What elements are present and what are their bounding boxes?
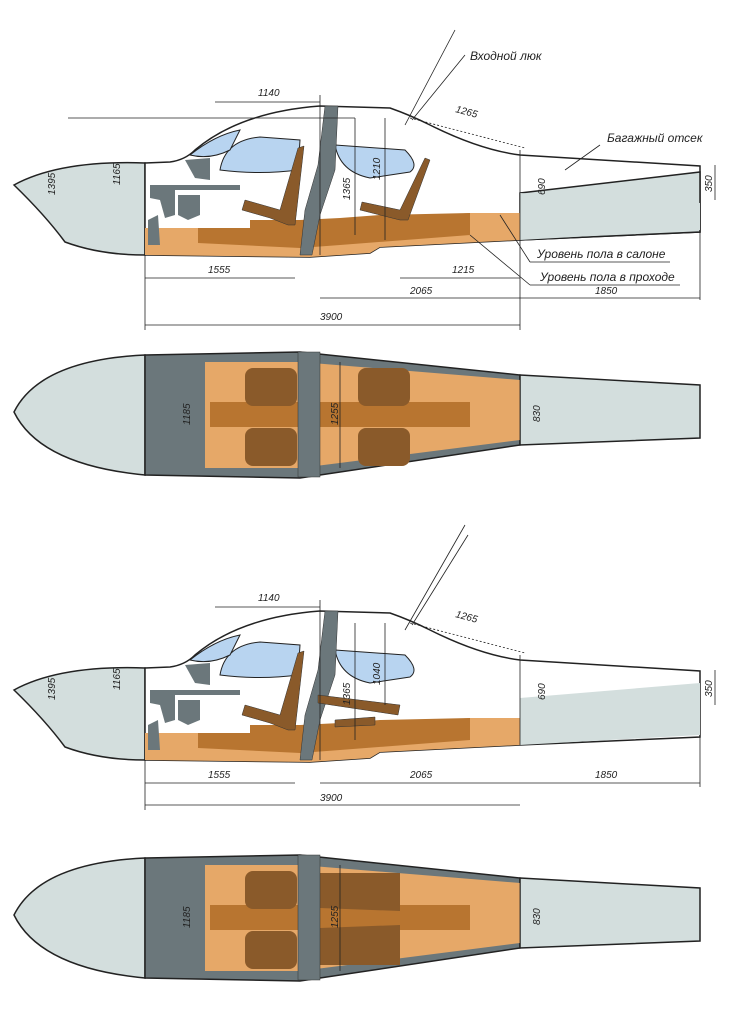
tail-top bbox=[519, 374, 701, 446]
dim-1185: 1185 bbox=[182, 403, 193, 425]
callout-baggage-compartment: Багажный отсек bbox=[607, 131, 704, 145]
bulkhead-frame bbox=[299, 105, 339, 256]
front-seat bbox=[241, 145, 305, 226]
dim-1365: 1365 bbox=[342, 682, 353, 705]
top-view-2: 1185 1255 830 bbox=[13, 854, 701, 982]
rear-seat-folded bbox=[317, 694, 401, 728]
dim-1395: 1395 bbox=[47, 677, 58, 700]
tail-top bbox=[519, 877, 701, 949]
dim-1255: 1255 bbox=[330, 905, 341, 928]
dim-3900: 3900 bbox=[320, 793, 343, 804]
instrument-panel bbox=[148, 158, 240, 245]
dim-1255: 1255 bbox=[330, 402, 341, 425]
top-view-1: 1185 1255 830 bbox=[13, 351, 701, 479]
dim-350: 350 bbox=[704, 680, 715, 697]
rear-seat-right-folded bbox=[320, 925, 400, 965]
dim-1850: 1850 bbox=[595, 286, 618, 297]
dim-830: 830 bbox=[532, 908, 543, 925]
dim-690: 690 bbox=[537, 683, 548, 700]
dim-1215: 1215 bbox=[452, 265, 475, 276]
rear-seat-left-folded bbox=[320, 873, 400, 911]
dim-1555: 1555 bbox=[208, 770, 231, 781]
nose-cone-top bbox=[13, 354, 146, 476]
nose-cone bbox=[12, 666, 146, 761]
aisle-floor bbox=[198, 718, 470, 753]
dim-1040: 1040 bbox=[372, 662, 383, 685]
dim-1140: 1140 bbox=[258, 593, 280, 604]
rear-seat bbox=[359, 157, 431, 221]
dim-1265: 1265 bbox=[454, 609, 479, 625]
tail-cone-lower bbox=[520, 683, 700, 745]
nose-cone-top bbox=[13, 857, 146, 979]
dim-3900: 3900 bbox=[320, 312, 343, 323]
front-seat-left bbox=[245, 871, 297, 909]
front-seat-left bbox=[245, 368, 297, 406]
dim-1555: 1555 bbox=[208, 265, 231, 276]
rear-seat-left bbox=[358, 368, 410, 406]
dim-1210: 1210 bbox=[372, 157, 383, 180]
front-window bbox=[188, 634, 241, 663]
dim-1140: 1140 bbox=[258, 88, 280, 99]
front-seat bbox=[241, 650, 305, 731]
callout-cabin-floor-level: Уровень пола в салоне bbox=[536, 247, 666, 261]
front-window bbox=[188, 129, 241, 158]
dim-1165: 1165 bbox=[112, 163, 123, 185]
bulkhead-top bbox=[297, 854, 321, 981]
callout-aisle-floor-level: Уровень пола в проходе bbox=[539, 270, 675, 284]
dim-830: 830 bbox=[532, 405, 543, 422]
side-view-1: 1140 1265 1395 1165 1365 1210 690 350 15… bbox=[12, 29, 716, 330]
bulkhead-frame bbox=[299, 610, 339, 761]
dim-1365: 1365 bbox=[342, 177, 353, 200]
dim-1265: 1265 bbox=[454, 104, 479, 120]
bulkhead-top bbox=[297, 351, 321, 478]
side-view-2: 1140 1265 1395 1165 1365 1040 690 350 15… bbox=[12, 524, 716, 810]
nose-cone bbox=[12, 161, 146, 256]
dim-1395: 1395 bbox=[47, 172, 58, 195]
aisle-floor bbox=[198, 213, 470, 248]
dim-350: 350 bbox=[704, 175, 715, 192]
rear-seat-right bbox=[358, 428, 410, 466]
dim-2065: 2065 bbox=[409, 286, 433, 297]
dim-690: 690 bbox=[537, 178, 548, 195]
front-seat-right bbox=[245, 931, 297, 969]
dim-1850: 1850 bbox=[595, 770, 618, 781]
tail-cone-lower-fill bbox=[520, 193, 700, 240]
dim-1185: 1185 bbox=[182, 906, 193, 928]
callout-entry-hatch: Входной люк bbox=[470, 49, 543, 63]
instrument-panel bbox=[148, 663, 240, 750]
front-seat-right bbox=[245, 428, 297, 466]
dim-1165: 1165 bbox=[112, 668, 123, 690]
dim-2065: 2065 bbox=[409, 770, 433, 781]
